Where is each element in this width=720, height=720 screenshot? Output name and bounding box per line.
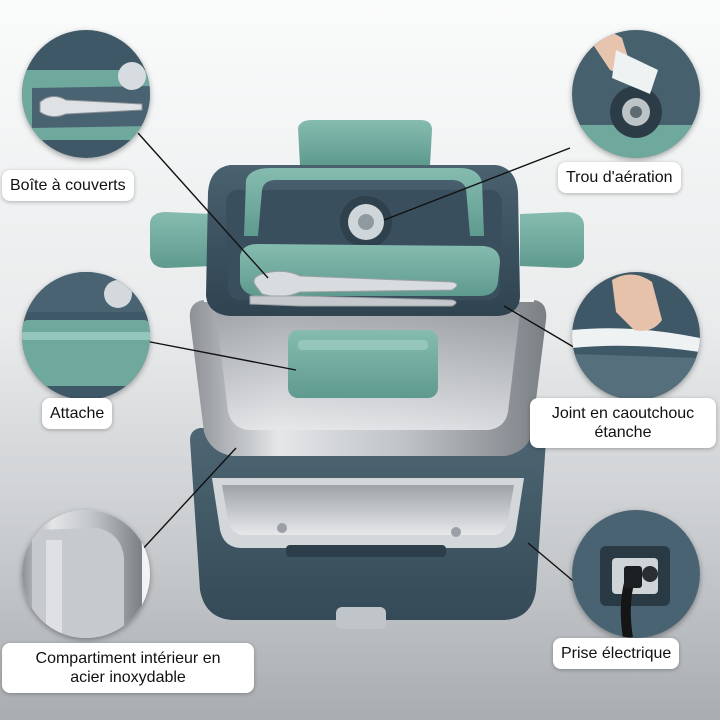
detail-circle-socket	[572, 510, 700, 638]
stainless-container	[189, 298, 547, 456]
detail-circle-seal	[572, 272, 700, 400]
pointer-lines	[137, 132, 583, 586]
label-stainless-compartment: Compartiment intérieur en acier inoxydab…	[2, 643, 254, 693]
label-stainless-line2: acier inoxydable	[70, 669, 186, 686]
detail-circle-stainless	[22, 510, 150, 638]
detail-circle-clip	[22, 272, 150, 400]
label-rubber-seal-line2: étanche	[594, 424, 652, 441]
label-power-socket: Prise électrique	[553, 638, 680, 669]
label-stainless-line1: Compartiment intérieur en	[35, 650, 221, 667]
base-unit	[190, 428, 546, 629]
detail-circle-vent	[572, 30, 700, 158]
label-vent-hole: Trou d'aération	[558, 162, 681, 193]
label-clip: Attache	[42, 398, 113, 429]
label-rubber-seal: Joint en caoutchouc étanche	[530, 398, 716, 448]
label-cutlery-box: Boîte à couverts	[2, 170, 134, 201]
detail-circle-cutlery	[22, 30, 150, 158]
lid	[150, 120, 584, 316]
label-rubber-seal-line1: Joint en caoutchouc	[551, 405, 695, 422]
